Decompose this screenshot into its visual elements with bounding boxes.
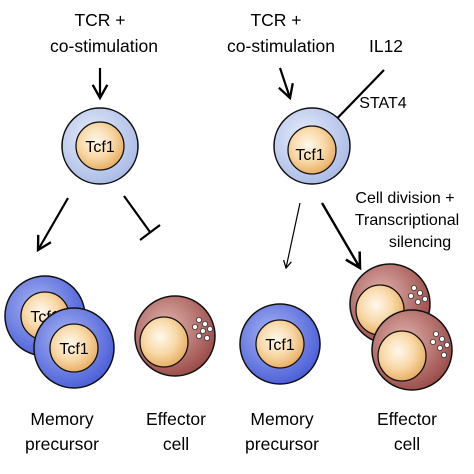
left-arrow-to-memory xyxy=(36,197,69,253)
left-memory-caption-line1: Memory xyxy=(30,409,93,429)
left-naive-cell: Tcf1 xyxy=(61,107,139,185)
right-stimulus-arrow xyxy=(278,67,294,101)
left-effector-caption-line2: cell xyxy=(163,434,189,454)
right-memory-caption-line1: Memory xyxy=(250,409,313,429)
right-naive-cell: Tcf1 xyxy=(273,107,351,185)
left-effector-caption-line1: Effector xyxy=(146,409,206,429)
left-effector-cell xyxy=(134,295,216,377)
right-memory-cell: Tcf1 xyxy=(239,303,321,385)
left-effector-granules xyxy=(191,316,213,341)
left-memory-caption-line2: precursor xyxy=(25,434,99,454)
left-stimulus-line2: co-stimulation xyxy=(50,36,158,56)
right-effector-caption-line2: cell xyxy=(394,434,420,454)
stat4-label: STAT4 xyxy=(359,95,407,112)
process-line1: Cell division + xyxy=(355,190,454,207)
left-naive-cell-label: Tcf1 xyxy=(85,139,114,156)
right-arrow-to-memory xyxy=(282,202,301,270)
left-inhibition-to-effector xyxy=(123,195,161,241)
right-effector-caption-line1: Effector xyxy=(377,409,437,429)
left-memory-cell-front-label: Tcf1 xyxy=(59,341,88,358)
right-memory-caption-line2: precursor xyxy=(245,434,319,454)
left-stimulus-line1: TCR + xyxy=(74,10,125,30)
process-line2: Transcriptional xyxy=(355,212,459,229)
right-memory-cell-label: Tcf1 xyxy=(265,337,294,354)
right-effector-cell-front xyxy=(371,309,453,391)
right-stimulus-line2: co-stimulation xyxy=(227,36,335,56)
process-line3: silencing xyxy=(389,234,451,251)
right-naive-cell-label: Tcf1 xyxy=(295,147,324,164)
right-effector-front-granules xyxy=(429,330,450,358)
right-stimulus-line1: TCR + xyxy=(250,10,301,30)
left-memory-cell-front: Tcf1 xyxy=(33,307,115,389)
il12-label: IL12 xyxy=(369,36,403,56)
right-arrow-to-effector xyxy=(320,202,362,271)
right-effector-back-granules xyxy=(407,284,428,305)
